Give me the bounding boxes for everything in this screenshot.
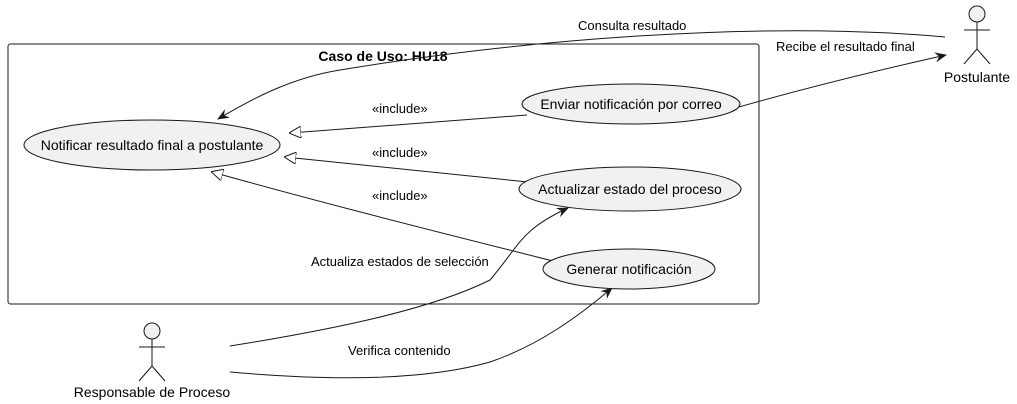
system-title: Caso de Uso: HU18 [318, 48, 447, 64]
use-case-enviar-label: Enviar notificación por correo [540, 96, 722, 112]
include-enviar-label: «include» [372, 101, 428, 116]
actor-postulante[interactable]: Postulante [944, 5, 1010, 85]
actor-responsable[interactable]: Responsable de Proceso [74, 322, 231, 400]
use-case-actualizar[interactable]: Actualizar estado del proceso [518, 166, 742, 212]
actualiza-estados-label: Actualiza estados de selección [311, 254, 489, 269]
use-case-notificar[interactable]: Notificar resultado final a postulante [23, 119, 281, 171]
actor-responsable-label: Responsable de Proceso [74, 384, 231, 400]
recibe-resultado-line [717, 52, 947, 114]
use-case-generar-label: Generar notificación [566, 261, 691, 277]
recibe-resultado-label: Recibe el resultado final [776, 39, 915, 54]
relations: Consulta resultado Recibe el resultado f… [212, 18, 947, 379]
actualiza-estados-line [229, 207, 569, 347]
stick-figure-icon [963, 5, 991, 65]
use-case-generar[interactable]: Generar notificación [542, 248, 716, 290]
include-generar-line [212, 172, 558, 263]
verifica-contenido-label: Verifica contenido [348, 343, 451, 358]
consulta-resultado-line [217, 30, 946, 120]
verifica-contenido-line [229, 287, 613, 379]
actor-postulante-label: Postulante [944, 69, 1010, 85]
include-enviar-line [290, 114, 528, 133]
stick-figure-icon [138, 322, 166, 382]
include-actualizar-label: «include» [372, 145, 428, 160]
use-case-notificar-label: Notificar resultado final a postulante [41, 137, 264, 153]
include-generar-label: «include» [372, 188, 428, 203]
use-case-actualizar-label: Actualizar estado del proceso [538, 181, 722, 197]
consulta-resultado-label: Consulta resultado [578, 18, 686, 33]
include-actualizar-line [285, 157, 529, 183]
use-case-enviar[interactable]: Enviar notificación por correo [521, 83, 741, 125]
